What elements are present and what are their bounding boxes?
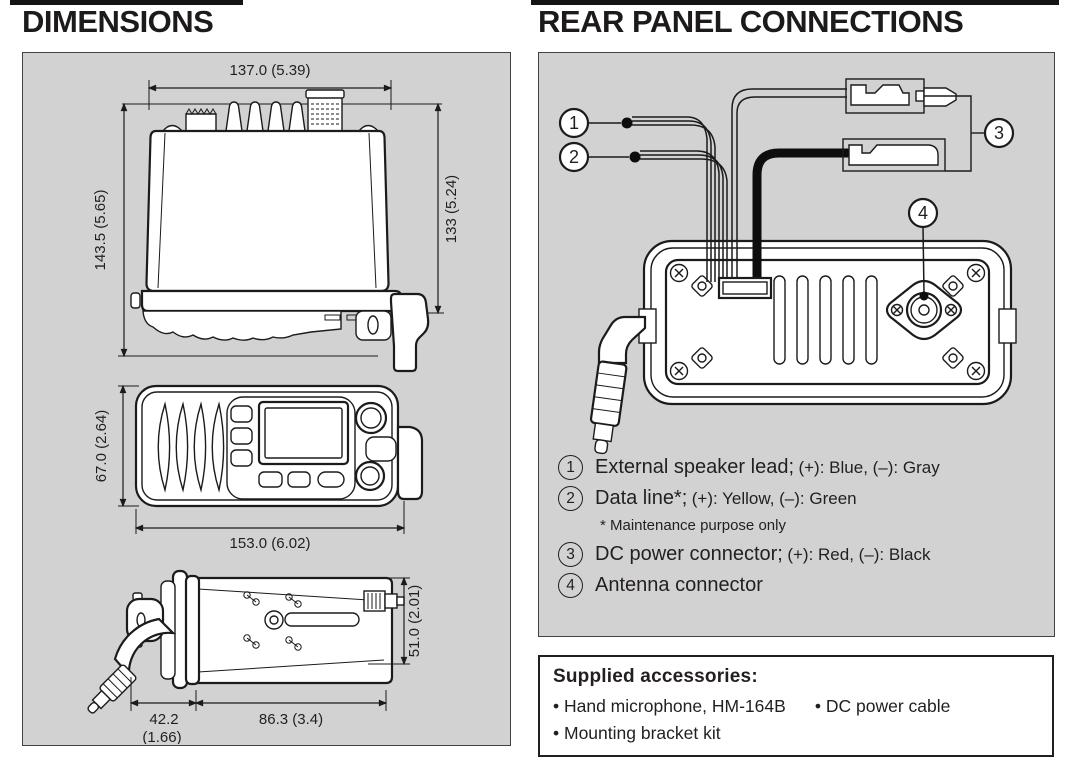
- dc-connector-upper: [845, 78, 957, 114]
- channel-knob: [354, 401, 388, 435]
- antenna-stub: [363, 590, 405, 612]
- display: [257, 400, 350, 466]
- legend-item-speaker-lead: 1 External speaker lead; (+): Blue, (–):…: [558, 455, 1050, 480]
- top-rule-left: [10, 0, 243, 5]
- corner-screws: [669, 263, 986, 381]
- ribbed-block: [305, 89, 345, 132]
- mic-connector: [365, 436, 397, 462]
- legend-num-2: 2: [558, 486, 583, 511]
- callout-3: 3: [994, 123, 1004, 143]
- data-line-callout: 2: [558, 141, 641, 173]
- bracket-notch-right: [998, 308, 1017, 344]
- accessory-mounting-bracket: • Mounting bracket kit: [553, 723, 721, 743]
- dim-rear-height-overall: 143.5 (5.65): [92, 190, 109, 271]
- legend-item-data-line: 2 Data line*; (+): Yellow, (–): Green: [558, 486, 1050, 511]
- dc-power-callout: 3: [983, 117, 1015, 149]
- legend-detail-2: (+): Yellow, (–): Green: [691, 489, 857, 508]
- dim-rear-width: 137.0 (5.39): [230, 62, 311, 79]
- front-view-drawing: 67.0 (2.64) 153.0 (6.02): [93, 384, 424, 552]
- connection-legend: 1 External speaker lead; (+): Blue, (–):…: [558, 455, 1050, 604]
- chassis-screws: [243, 591, 302, 651]
- legend-num-4: 4: [558, 573, 583, 598]
- callout-4: 4: [918, 203, 928, 223]
- dim-side-height: 51.0 (2.01): [406, 585, 423, 658]
- dim-side-depth-body: 86.3 (3.4): [259, 711, 323, 728]
- dim-side-depth-front-inch: (1.66): [142, 729, 181, 744]
- rear-view-drawing: 137.0 (5.39) 143.5 (5.65) 133 (5.24): [92, 62, 460, 373]
- antenna-callout: 4: [907, 197, 939, 301]
- accessories-title: Supplied accessories:: [553, 666, 758, 687]
- accessory-dc-power-cable: • DC power cable: [814, 696, 951, 716]
- dim-rear-height-body: 133 (5.24): [443, 175, 460, 243]
- legend-item-dc-power: 3 DC power connector; (+): Red, (–): Bla…: [558, 542, 1050, 567]
- plate-screws: [691, 275, 964, 369]
- legend-detail-3: (+): Red, (–): Black: [787, 545, 931, 564]
- rear-panel-connections-panel: 1 2: [538, 52, 1055, 637]
- dim-side-depth-front: 42.2: [149, 711, 178, 728]
- bracket-slot: [284, 612, 360, 627]
- dimensions-drawing: 137.0 (5.39) 143.5 (5.65) 133 (5.24): [87, 62, 460, 744]
- antenna-connector: [885, 279, 963, 341]
- mic-cable-rear: [589, 315, 647, 455]
- radio-body-top: [194, 576, 394, 685]
- dim-front-height: 67.0 (2.64): [93, 410, 110, 483]
- legend-num-3: 3: [558, 542, 583, 567]
- dimensions-panel: 137.0 (5.39) 143.5 (5.65) 133 (5.24): [22, 52, 511, 746]
- rear-panel-unit: [589, 239, 1017, 455]
- rear-connector-elbow: [389, 292, 430, 373]
- legend-label-4: Antenna connector: [595, 574, 763, 596]
- mounting-bracket: [130, 289, 430, 373]
- wire-harness: 1 2: [558, 78, 1015, 301]
- mic-plug-cable: [87, 617, 176, 714]
- radio-body-rear: [145, 129, 390, 293]
- speaker-lead-callout: 1: [558, 107, 633, 139]
- legend-label-2: Data line*;: [595, 487, 688, 509]
- serrated-block: [185, 108, 217, 132]
- legend-label-1: External speaker lead;: [595, 456, 795, 478]
- dc-connector-lower: [842, 138, 946, 172]
- callout-2: 2: [569, 147, 579, 167]
- rear-panel-section-title: REAR PANEL CONNECTIONS: [538, 4, 964, 39]
- maintenance-note: * Maintenance purpose only: [600, 517, 786, 534]
- top-view-drawing: 51.0 (2.01) 42.2 (1.66) 86.3 (3.4): [87, 569, 423, 744]
- rear-connections-drawing: 1 2: [558, 78, 1017, 455]
- legend-item-antenna: 4 Antenna connector: [558, 573, 1050, 598]
- legend-label-3: DC power connector;: [595, 543, 783, 565]
- vent-slots: [773, 275, 878, 365]
- harness-socket: [717, 276, 773, 300]
- left-button-column: [230, 405, 253, 467]
- side-elbow-connector: [396, 425, 424, 501]
- heatsink-fins: [225, 101, 306, 132]
- callout-1: 1: [569, 113, 579, 133]
- volume-knob: [354, 460, 386, 492]
- supplied-accessories-box: Supplied accessories: • Hand microphone,…: [538, 655, 1054, 757]
- dim-front-width: 153.0 (6.02): [230, 535, 311, 552]
- accessory-hand-microphone: • Hand microphone, HM-164B: [553, 696, 786, 716]
- top-rule-right: [531, 0, 1059, 5]
- bottom-button-row: [258, 471, 345, 488]
- legend-num-1: 1: [558, 455, 583, 480]
- legend-detail-1: (+): Blue, (–): Gray: [798, 458, 940, 477]
- dimensions-section-title: DIMENSIONS: [22, 4, 214, 39]
